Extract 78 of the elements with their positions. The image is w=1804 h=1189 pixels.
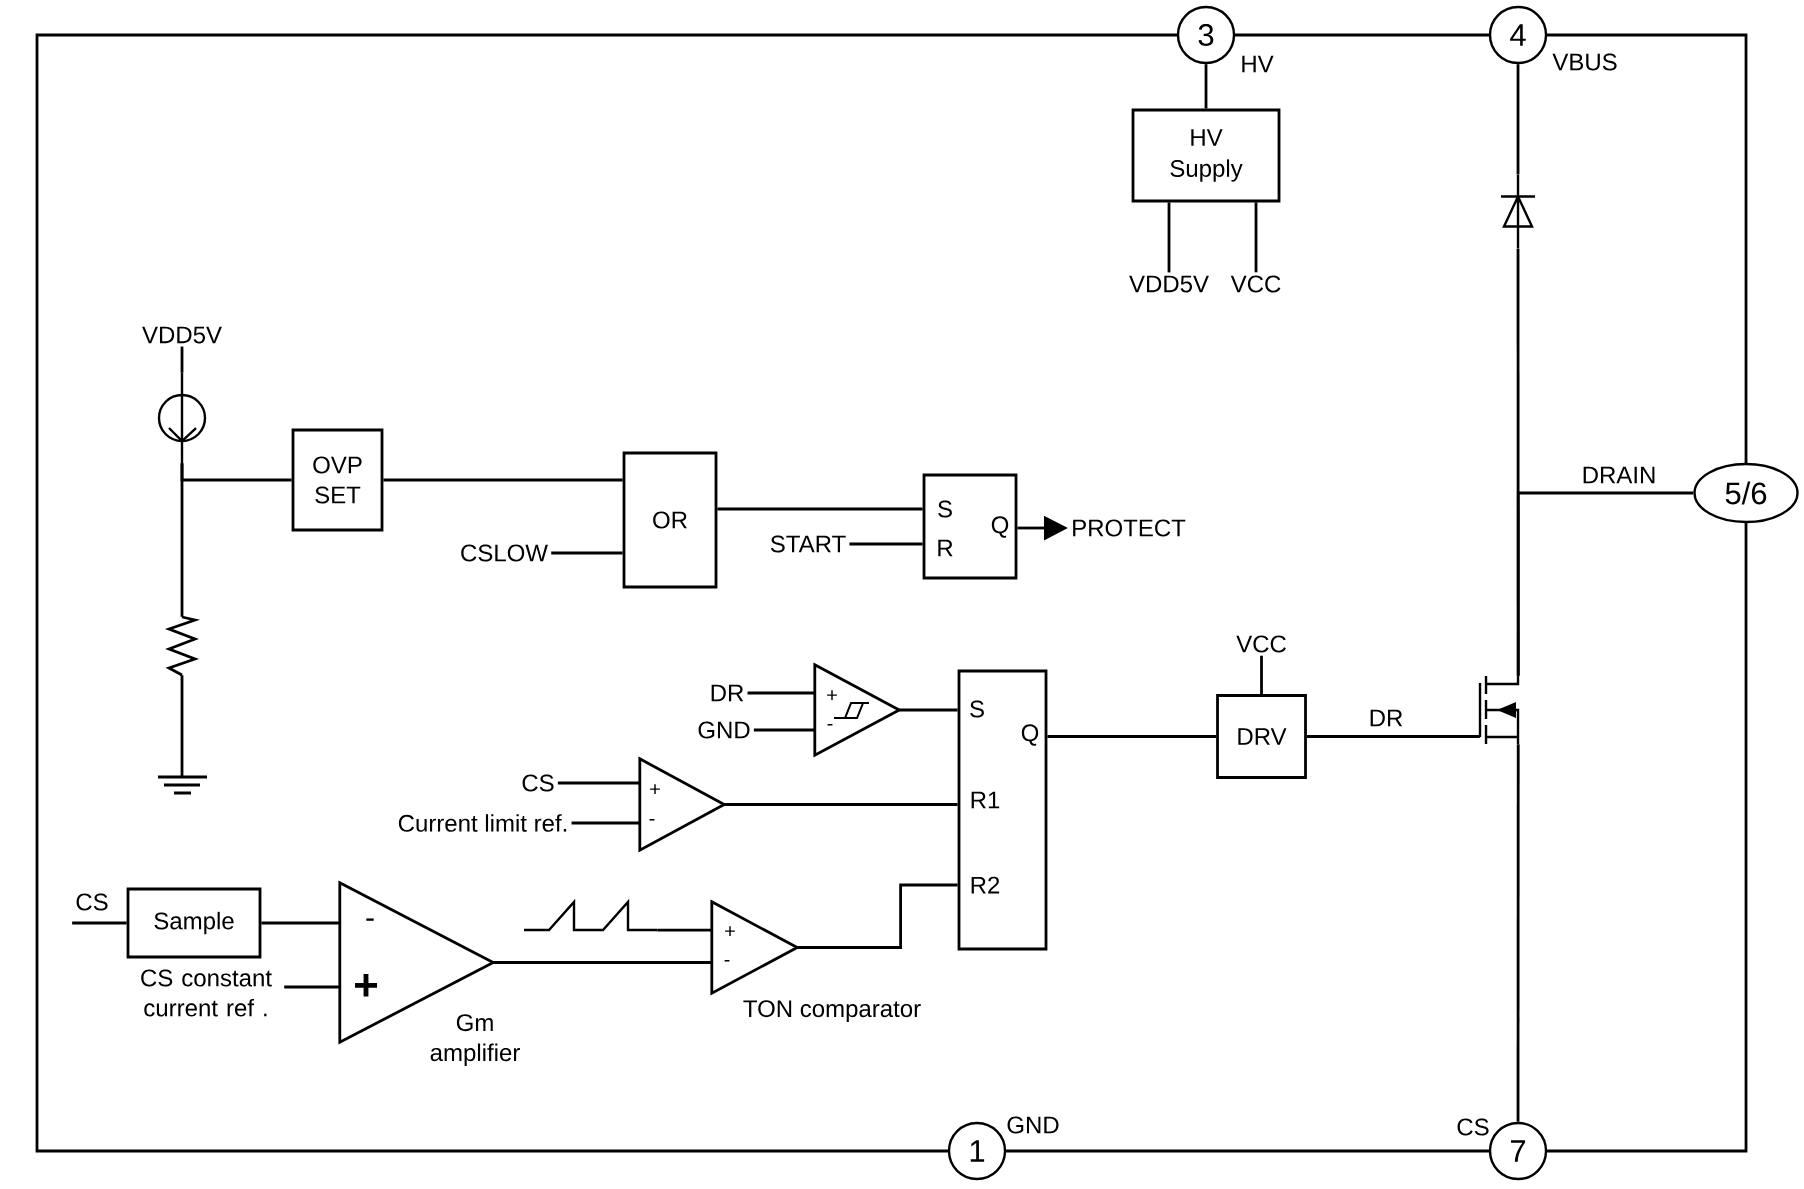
wire [724,803,958,806]
signal-label: Current limit ref. [398,814,567,832]
signal-label: VCC [1236,635,1286,653]
edge-label: DRAIN [1579,464,1659,486]
signal-label: CS [522,774,554,792]
wire [797,883,958,949]
wire [551,551,623,555]
function-block: DRV [1216,694,1307,779]
pin-name: HV [1242,55,1274,73]
pin-name: GND [1007,1116,1059,1134]
input-sign: + [725,926,735,937]
signal-label: CSLOW [461,544,548,562]
sawtooth-waveform [524,898,657,932]
node-label: 1 [970,1140,985,1162]
wire [261,921,340,925]
port-label: S [938,500,952,518]
signal-label: GND [698,721,750,739]
function-block: OR [622,451,718,589]
function-block: OVP SET [291,428,384,532]
edge-label: DR [1366,707,1406,729]
wire [657,928,712,932]
wire [180,346,184,373]
signal-label: CS constant current ref . [141,969,272,1017]
wire [284,985,340,989]
pin-name: VBUS [1552,53,1617,71]
wire [1167,202,1171,273]
port-label: R [938,539,953,557]
wire [1254,202,1258,273]
wire [383,478,623,482]
ground-symbol [156,775,209,795]
signal-label: VCC [1230,275,1281,293]
wire [1204,64,1208,109]
input-sign: - [827,723,833,726]
port-label: R2 [971,876,1000,894]
wire [717,507,923,511]
signal-label: VDD5V [142,326,222,344]
port-label: Q [1021,724,1039,746]
signal-label: START [770,535,846,553]
input-sign: - [366,918,374,921]
signal-label: PROTECT [1073,519,1186,537]
port-label: R1 [971,791,1000,809]
block-caption: Gm amplifier [430,1014,520,1066]
input-sign: - [724,959,730,962]
input-sign: + [355,974,378,997]
signal-label: CS [76,893,108,911]
wire [180,463,184,617]
signal-label: VDD5V [1129,275,1209,293]
wire [1260,655,1263,695]
port-label: S [970,700,984,718]
wire [571,821,640,825]
wire [1306,735,1480,738]
node-label: 7 [1510,1140,1526,1162]
wire [557,781,640,785]
pin-name: CS [1457,1118,1489,1136]
wire [1516,491,1694,676]
wire [1047,735,1217,738]
input-sign: + [827,690,837,701]
wire [72,921,127,925]
current-source-symbol [157,371,207,465]
wire [753,728,815,732]
wire [180,675,184,777]
wire [849,542,923,546]
wire [493,961,712,964]
signal-label: DR [711,684,744,702]
block-caption: TON comparator [743,1000,921,1022]
input-sign: - [649,818,655,821]
wire [899,708,958,712]
diode-symbol [1499,173,1537,250]
function-block: Sample [126,887,262,959]
node-label: 5/6 [1725,481,1767,505]
wire [1516,744,1520,1122]
wire [1516,64,1520,175]
port-label: Q [991,516,1009,538]
input-sign: + [650,784,660,795]
function-block: HV Supply [1131,108,1281,203]
mosfet-symbol [1478,674,1520,746]
wire [747,691,815,695]
resistor-symbol [164,615,201,677]
